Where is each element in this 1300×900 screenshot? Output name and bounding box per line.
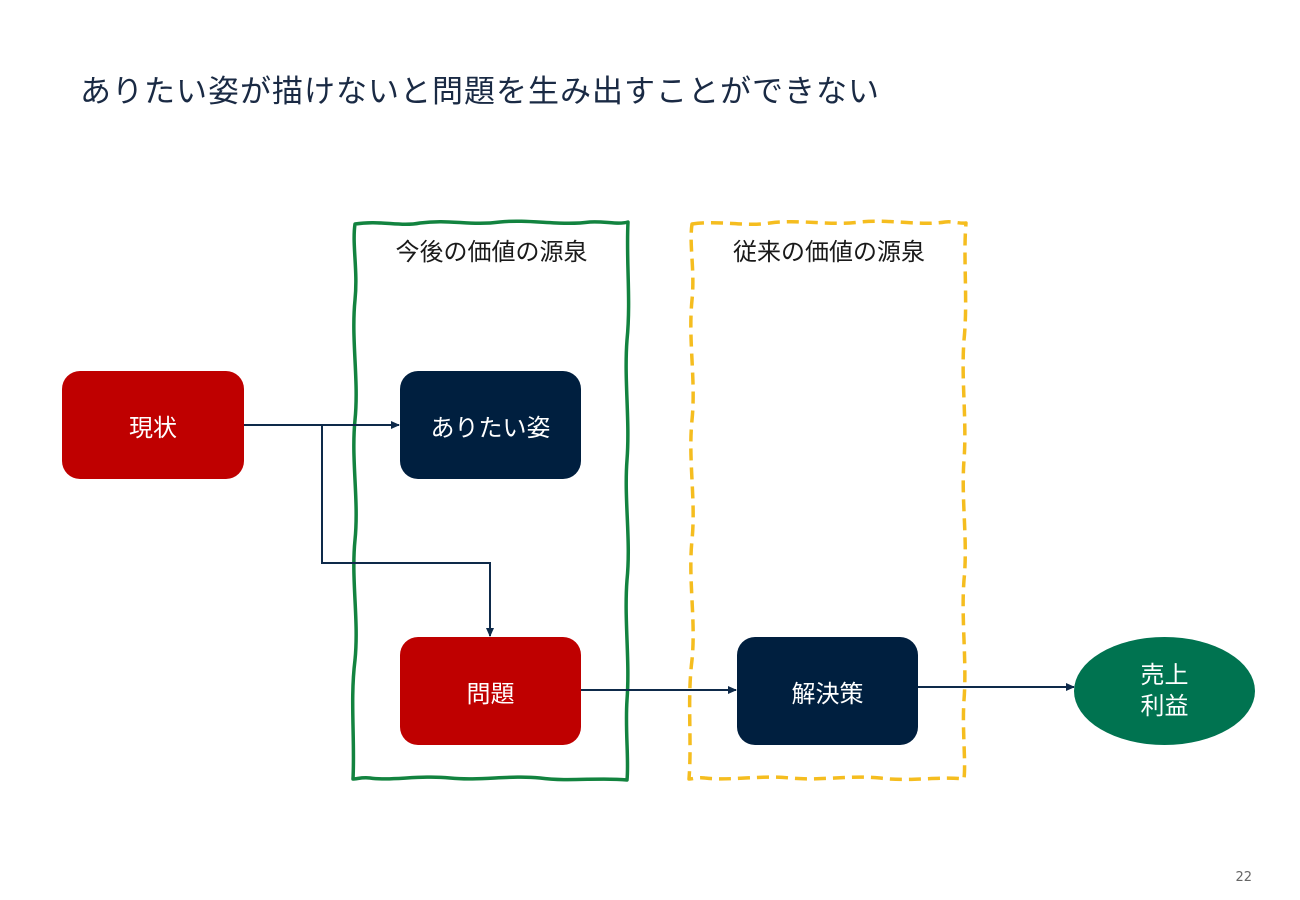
sales-label: 売上 [1140, 661, 1189, 689]
arrow-current-to-problem [321, 425, 494, 637]
past-value-frame-label: 従来の価値の源泉 [733, 238, 925, 266]
future-value-frame [350, 219, 631, 782]
ideal-state-node: ありたい姿 [400, 371, 581, 479]
page-number: 22 [1235, 870, 1252, 885]
profit-label: 利益 [1140, 692, 1189, 720]
solution-node: 解決策 [737, 637, 918, 745]
current-state-node: 現状 [62, 371, 244, 479]
sales-profit-node: 売上 利益 [1074, 637, 1255, 745]
future-value-frame-label: 今後の価値の源泉 [395, 238, 588, 266]
past-value-frame [687, 219, 968, 782]
problem-node: 問題 [400, 637, 581, 745]
slide-title: ありたい姿が描けないと問題を生み出すことができない [80, 74, 880, 110]
